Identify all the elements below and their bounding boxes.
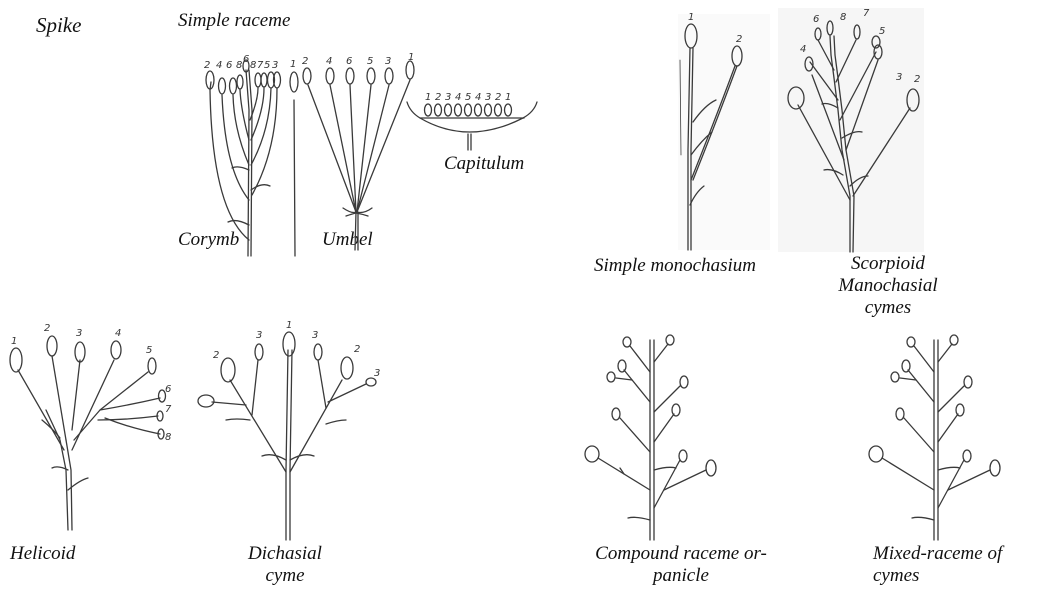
raceme-flower-number: 1	[290, 59, 296, 70]
dichasial-flower-numbers: 2 3 1 3 2 3	[213, 320, 380, 379]
svg-text:5: 5	[879, 26, 885, 37]
svg-text:8: 8	[250, 60, 256, 71]
svg-text:8: 8	[236, 60, 242, 71]
mixed-raceme-drawing	[869, 335, 1000, 540]
svg-text:3: 3	[76, 328, 82, 339]
svg-text:4: 4	[326, 56, 332, 67]
svg-text:7: 7	[257, 60, 264, 71]
svg-text:5: 5	[264, 60, 270, 71]
svg-text:6: 6	[346, 56, 352, 67]
svg-text:3: 3	[256, 330, 262, 341]
svg-text:2: 2	[44, 323, 50, 334]
svg-text:2: 2	[213, 350, 219, 361]
svg-text:6: 6	[226, 60, 232, 71]
helicoid-drawing: 1 2 3 4 5 6 7 8	[10, 323, 172, 530]
svg-text:4: 4	[455, 92, 461, 103]
svg-text:1: 1	[505, 92, 511, 103]
svg-text:1: 1	[408, 52, 414, 63]
svg-text:5: 5	[367, 56, 373, 67]
svg-text:2: 2	[204, 60, 210, 71]
umbel-drawing: 2 4 6 5 3 1	[302, 52, 414, 250]
svg-text:3: 3	[374, 368, 380, 379]
svg-text:3: 3	[896, 72, 902, 83]
svg-text:5: 5	[465, 92, 471, 103]
svg-text:6: 6	[243, 54, 249, 65]
svg-text:3: 3	[272, 60, 278, 71]
corymb-flower-numbers: 2 4 6 8 6 8 7 5 3	[204, 54, 278, 71]
svg-text:1: 1	[425, 92, 431, 103]
svg-text:6: 6	[813, 14, 819, 25]
compound-raceme-drawing	[585, 335, 716, 540]
dichasial-cyme-drawing: 2 3 1 3 2 3	[198, 320, 380, 540]
svg-text:2: 2	[302, 56, 308, 67]
monochasium-number-2: 2	[736, 34, 742, 45]
svg-text:8: 8	[165, 432, 171, 443]
corymb-drawing: 2 4 6 8 6 8 7 5 3 1	[204, 54, 298, 256]
svg-text:1: 1	[286, 320, 292, 331]
svg-text:3: 3	[312, 330, 318, 341]
helicoid-flower-numbers: 1 2 3 4 5 6 7 8	[11, 323, 172, 443]
svg-text:3: 3	[485, 92, 491, 103]
svg-text:7: 7	[165, 404, 172, 415]
svg-text:2: 2	[914, 74, 920, 85]
svg-text:6: 6	[165, 384, 171, 395]
umbel-flower-numbers: 2 4 6 5 3 1	[302, 52, 414, 67]
svg-text:3: 3	[445, 92, 451, 103]
simple-monochasium-drawing: 1 2	[678, 12, 770, 250]
svg-text:2: 2	[354, 344, 360, 355]
scorpioid-drawing: 6 8 7 5 4 3 2	[778, 8, 924, 252]
svg-text:4: 4	[475, 92, 481, 103]
svg-text:2: 2	[495, 92, 501, 103]
svg-text:4: 4	[216, 60, 222, 71]
capitulum-flower-numbers: 1 2 3 4 5 4 3 2 1	[425, 92, 511, 103]
svg-text:5: 5	[146, 345, 152, 356]
capitulum-drawing: 1 2 3 4 5 4 3 2 1	[407, 92, 537, 150]
svg-text:4: 4	[800, 44, 806, 55]
svg-text:4: 4	[115, 328, 121, 339]
svg-text:1: 1	[11, 336, 17, 347]
svg-text:3: 3	[385, 56, 391, 67]
monochasium-number-1: 1	[688, 12, 694, 23]
svg-text:8: 8	[840, 12, 846, 23]
svg-text:7: 7	[863, 8, 870, 19]
svg-text:2: 2	[435, 92, 441, 103]
